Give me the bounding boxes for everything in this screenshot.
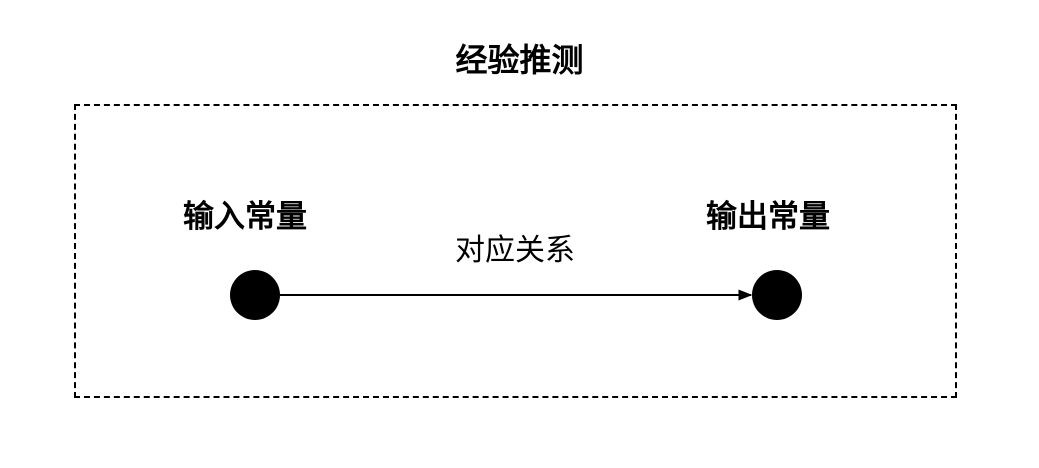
input-node	[230, 270, 280, 320]
output-node	[752, 270, 802, 320]
dashed-boundary-box	[74, 104, 957, 398]
input-node-label: 输入常量	[183, 199, 307, 235]
edge-label: 对应关系	[455, 233, 575, 268]
output-node-label: 输出常量	[706, 199, 830, 235]
diagram-title: 经验推测	[455, 41, 584, 79]
